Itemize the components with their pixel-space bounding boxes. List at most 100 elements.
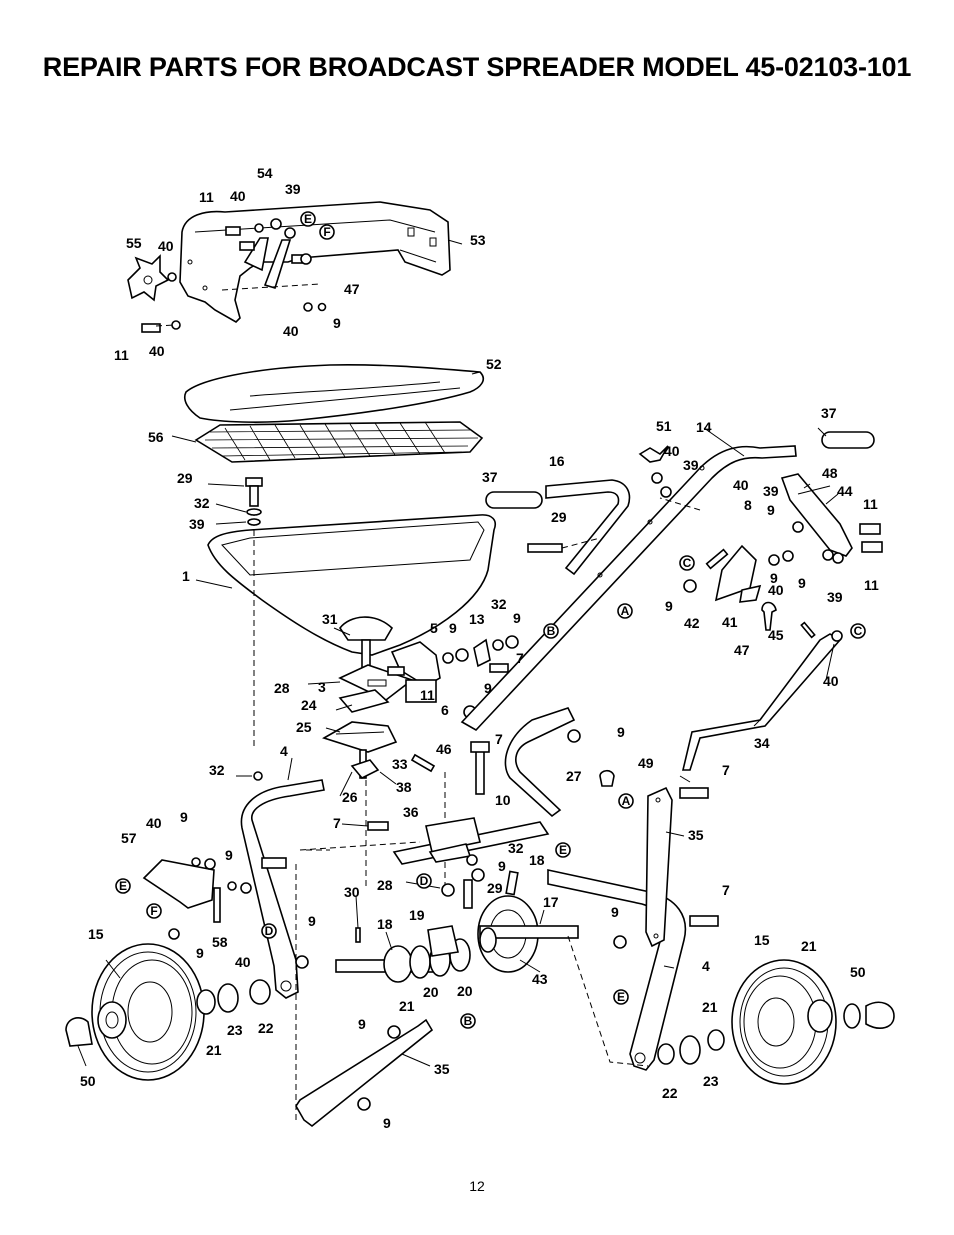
part-label: 40	[158, 238, 174, 254]
part-label: 40	[768, 582, 784, 598]
part-label: 46	[436, 741, 452, 757]
part-label: 10	[495, 792, 511, 808]
part-label: 54	[257, 165, 273, 181]
svg-text:D: D	[420, 874, 429, 888]
svg-text:B: B	[547, 624, 556, 638]
part-label: 23	[703, 1073, 719, 1089]
part-label: 48	[822, 465, 838, 481]
part-label: 32	[491, 596, 507, 612]
upper-handle-part	[485, 479, 631, 576]
callout-e: E	[300, 211, 316, 227]
callout-f: F	[319, 224, 335, 240]
part-label: 39	[189, 516, 205, 532]
part-label: 39	[285, 181, 301, 197]
part-label: 56	[148, 429, 164, 445]
svg-text:E: E	[304, 212, 312, 226]
part-label: 9	[383, 1115, 391, 1131]
part-label: 4	[280, 743, 288, 759]
svg-text:B: B	[464, 1014, 473, 1028]
control-bracket-part	[638, 445, 883, 631]
part-label: 15	[88, 926, 104, 942]
handle-bracket-part	[179, 201, 451, 323]
part-label: 20	[423, 984, 439, 1000]
hopper-bolt-part	[245, 477, 263, 526]
part-label: 33	[392, 756, 408, 772]
part-label: 29	[177, 470, 193, 486]
hopper-screen-part	[194, 421, 484, 463]
handle-part	[460, 431, 875, 732]
part-label: 35	[434, 1061, 450, 1077]
svg-text:D: D	[265, 924, 274, 938]
page-number: 12	[469, 1178, 485, 1194]
part-label: 9	[798, 575, 806, 591]
axle-part	[335, 895, 579, 983]
part-label: 50	[850, 964, 866, 980]
part-label: 14	[696, 419, 712, 435]
part-label: 22	[258, 1020, 274, 1036]
svg-text:C: C	[683, 556, 692, 570]
part-label: 39	[827, 589, 843, 605]
part-label: 9	[665, 598, 673, 614]
part-label: 9	[358, 1016, 366, 1032]
part-label: 37	[482, 469, 498, 485]
hopper-part	[207, 500, 496, 750]
part-label: 40	[823, 673, 839, 689]
part-label: 7	[516, 650, 524, 666]
part-label: 13	[469, 611, 485, 627]
callout-d: D	[261, 923, 277, 939]
callout-f: F	[146, 903, 162, 919]
part-label: 28	[377, 877, 393, 893]
part-label: 9	[180, 809, 188, 825]
part-label: 9	[484, 680, 492, 696]
part-label: 41	[722, 614, 738, 630]
svg-text:F: F	[150, 904, 157, 918]
part-label: 3	[318, 679, 326, 695]
part-label: 57	[121, 830, 137, 846]
part-label: 40	[230, 188, 246, 204]
svg-text:C: C	[854, 624, 863, 638]
part-label: 18	[377, 916, 393, 932]
left-brace-part	[295, 849, 434, 1128]
part-label: 11	[199, 189, 214, 205]
part-label: 55	[126, 235, 142, 251]
part-label: 15	[754, 932, 770, 948]
part-label: 31	[322, 611, 338, 627]
part-label: 11	[864, 577, 879, 593]
part-label: 43	[532, 971, 548, 987]
part-label: 9	[611, 904, 619, 920]
callout-b: B	[460, 1013, 476, 1029]
part-label: 52	[486, 356, 502, 372]
part-label: 9	[308, 913, 316, 929]
part-label: 19	[409, 907, 425, 923]
part-label: 9	[498, 858, 506, 874]
callout-c: C	[679, 555, 695, 571]
part-label: 9	[449, 620, 457, 636]
knob-part	[127, 254, 170, 302]
part-label: 29	[487, 880, 503, 896]
part-label: 9	[225, 847, 233, 863]
svg-text:A: A	[622, 794, 631, 808]
part-label: 23	[227, 1022, 243, 1038]
lower-frame-part	[470, 707, 615, 818]
part-label: 40	[283, 323, 299, 339]
part-label: 40	[149, 343, 165, 359]
svg-text:E: E	[559, 843, 567, 857]
part-label: 9	[196, 945, 204, 961]
part-label: 38	[396, 779, 412, 795]
part-label: 45	[768, 627, 784, 643]
small-hardware-top	[141, 218, 327, 333]
part-label: 35	[688, 827, 704, 843]
part-label: 5	[430, 620, 438, 636]
right-leg-part	[547, 786, 719, 1071]
part-label: 40	[146, 815, 162, 831]
part-label: 7	[722, 762, 730, 778]
callout-a: A	[618, 793, 634, 809]
svg-text:A: A	[621, 604, 630, 618]
part-label: 9	[513, 610, 521, 626]
left-leg-part	[240, 771, 421, 999]
part-label: 51	[656, 418, 672, 434]
part-label: 32	[209, 762, 225, 778]
callout-c: C	[850, 623, 866, 639]
part-label: 40	[733, 477, 749, 493]
